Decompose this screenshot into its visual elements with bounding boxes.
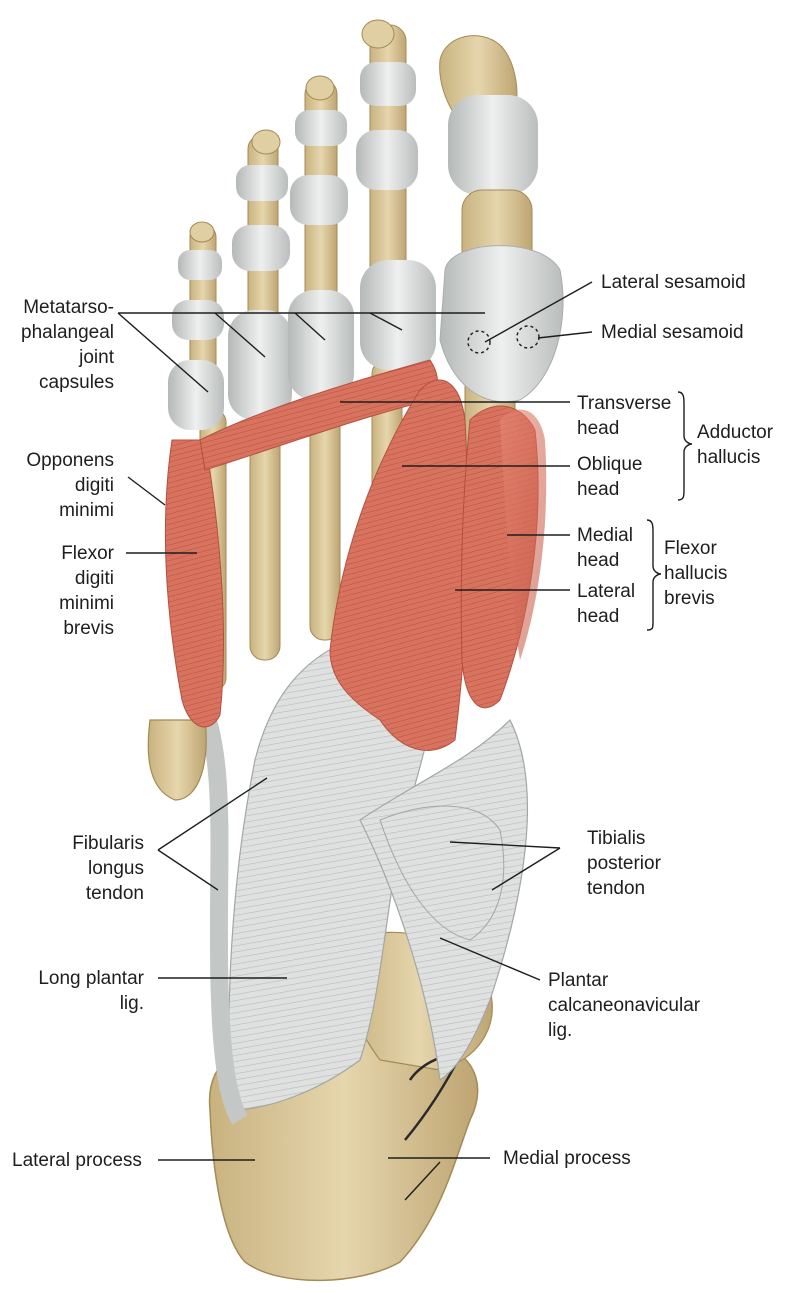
label-line: tendon <box>85 883 144 904</box>
label-flexor-hallucis-brevis: Flexor hallucis brevis <box>664 536 727 611</box>
label-fibularis-longus-tendon: Fibularis longus tendon <box>72 831 144 906</box>
flexor-digiti-minimi-brevis <box>164 439 225 728</box>
medial-sesamoid-marker <box>516 325 540 349</box>
toe-5 <box>168 221 224 430</box>
label-line: tendon <box>587 878 646 899</box>
brackets <box>646 391 693 631</box>
label-lateral-head: Lateral head <box>577 579 635 629</box>
label-line: brevis <box>63 618 114 639</box>
label-line: Long plantar <box>38 968 144 989</box>
toe-4 <box>228 129 292 420</box>
label-line: head <box>577 418 620 439</box>
label-tibialis-posterior-tendon: Tibialis posterior tendon <box>587 826 661 901</box>
label-line: Opponens <box>26 450 114 471</box>
tibialis-posterior-fan <box>379 805 505 941</box>
label-line: Adductor <box>697 422 774 443</box>
adductor-hallucis-oblique-head <box>329 379 469 751</box>
label-line: head <box>577 479 620 500</box>
toe-2 <box>356 19 436 370</box>
label-line: calcaneonavicular <box>548 995 701 1016</box>
label-line: head <box>577 550 620 571</box>
label-plantar-calcaneonavicular-lig: Plantar calcaneonavicular lig. <box>548 968 700 1043</box>
label-line: hallucis <box>697 447 761 468</box>
label-line: Lateral sesamoid <box>601 272 746 293</box>
toe-1 <box>439 35 564 403</box>
label-opponens-digiti-minimi: Opponens digiti minimi <box>26 448 114 523</box>
label-line: minimi <box>59 593 114 614</box>
label-lateral-process: Lateral process <box>12 1148 142 1173</box>
label-lateral-sesamoid: Lateral sesamoid <box>601 270 746 295</box>
label-line: Medial <box>577 525 633 546</box>
label-medial-sesamoid: Medial sesamoid <box>601 320 744 345</box>
label-line: minimi <box>59 500 114 521</box>
label-line: Lateral process <box>12 1150 142 1171</box>
label-adductor-hallucis: Adductor hallucis <box>697 420 773 470</box>
label-line: Oblique <box>577 454 643 475</box>
label-line: Plantar <box>548 970 609 991</box>
label-medial-head: Medial head <box>577 523 633 573</box>
label-line: head <box>577 606 620 627</box>
label-line: Medial process <box>503 1148 631 1169</box>
label-line: phalangeal <box>21 322 114 343</box>
label-line: brevis <box>664 588 715 609</box>
label-line: Fibularis <box>72 833 144 854</box>
label-line: Lateral <box>577 581 636 602</box>
label-oblique-head: Oblique head <box>577 452 643 502</box>
leader-lines <box>117 281 593 1201</box>
label-line: capsules <box>39 372 114 393</box>
label-line: Tibialis <box>587 828 646 849</box>
toe-3 <box>288 75 354 400</box>
label-line: Flexor <box>664 538 717 559</box>
label-line: Flexor <box>61 543 114 564</box>
label-line: posterior <box>587 853 661 874</box>
flexor-hallucis-brevis <box>460 405 547 709</box>
label-line: joint <box>79 347 114 368</box>
label-line: lig. <box>119 993 144 1014</box>
label-medial-process: Medial process <box>503 1146 631 1171</box>
lateral-metatarsal <box>147 719 207 801</box>
label-long-plantar-lig: Long plantar lig. <box>38 966 144 1016</box>
label-line: Medial sesamoid <box>601 322 744 343</box>
label-flexor-digiti-minimi-brevis: Flexor digiti minimi brevis <box>59 541 114 641</box>
label-line: Transverse <box>577 393 672 414</box>
label-line: hallucis <box>664 563 728 584</box>
lateral-sesamoid-marker <box>467 330 491 354</box>
label-line: digiti <box>74 568 114 589</box>
label-mtp-joint-capsules: Metatarso- phalangeal joint capsules <box>21 295 114 395</box>
label-line: digiti <box>74 475 114 496</box>
label-transverse-head: Transverse head <box>577 391 671 441</box>
label-line: lig. <box>548 1020 573 1041</box>
label-line: longus <box>88 858 144 879</box>
label-line: Metatarso- <box>23 297 114 318</box>
